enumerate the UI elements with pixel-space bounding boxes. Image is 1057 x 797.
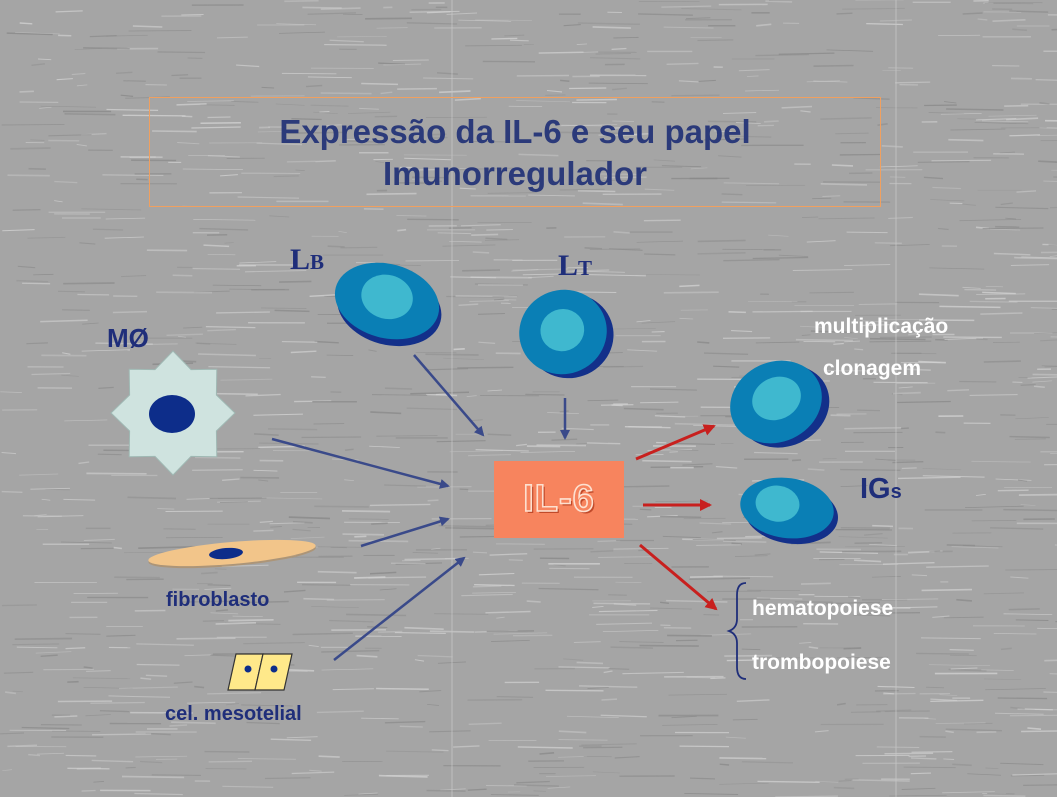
igs-label: IGs [860, 473, 902, 506]
plasma-cell-icon [740, 477, 838, 545]
il6-box: IL-6 [494, 461, 624, 538]
title-box: Expressão da IL-6 e seu papel Imunorregu… [149, 97, 881, 207]
b-lymphocyte-icon [334, 262, 442, 347]
thrombopoiesis-label: trombopoiese [752, 651, 891, 674]
arrow-fibroblast-to-il6 [360, 516, 450, 548]
lt-label-sub: T [578, 256, 593, 280]
lb-label-sub: B [310, 250, 325, 274]
il6-label: IL-6 [522, 477, 595, 521]
mesothelial-label: cel. mesotelial [165, 703, 302, 725]
multiplication-label: multiplicação [814, 315, 949, 338]
lb-label-main: L [290, 243, 311, 276]
title-line-1: Expressão da IL-6 e seu papel [279, 113, 751, 150]
igs-label-main: IG [860, 473, 891, 505]
macrophage-label: MØ [107, 323, 149, 353]
arrow-lb-to-il6 [413, 354, 485, 437]
cloning-label: clonagem [823, 357, 922, 380]
title-line-2: Imunorregulador [382, 155, 648, 192]
fibroblast-icon [148, 539, 316, 569]
t-lymphocyte-icon [519, 289, 614, 379]
mesothelial-cells-icon [227, 653, 293, 691]
dividing-cell-icon [730, 360, 830, 448]
arrow-il6-to-multiplication [635, 424, 716, 461]
lb-label: LB [290, 243, 324, 277]
fibroblast-label: fibroblasto [166, 589, 270, 611]
brace [726, 582, 747, 680]
arrow-macrophage-to-il6 [271, 437, 450, 489]
macrophage-icon [110, 350, 236, 476]
lt-label: LT [558, 249, 592, 283]
hematopoiesis-label: hematopoiese [752, 597, 894, 620]
arrow-mesothelial-to-il6 [333, 556, 466, 661]
lt-label-main: L [558, 249, 579, 282]
arrow-il6-to-hematopoiesis [639, 543, 718, 611]
igs-label-sub: s [890, 481, 902, 503]
